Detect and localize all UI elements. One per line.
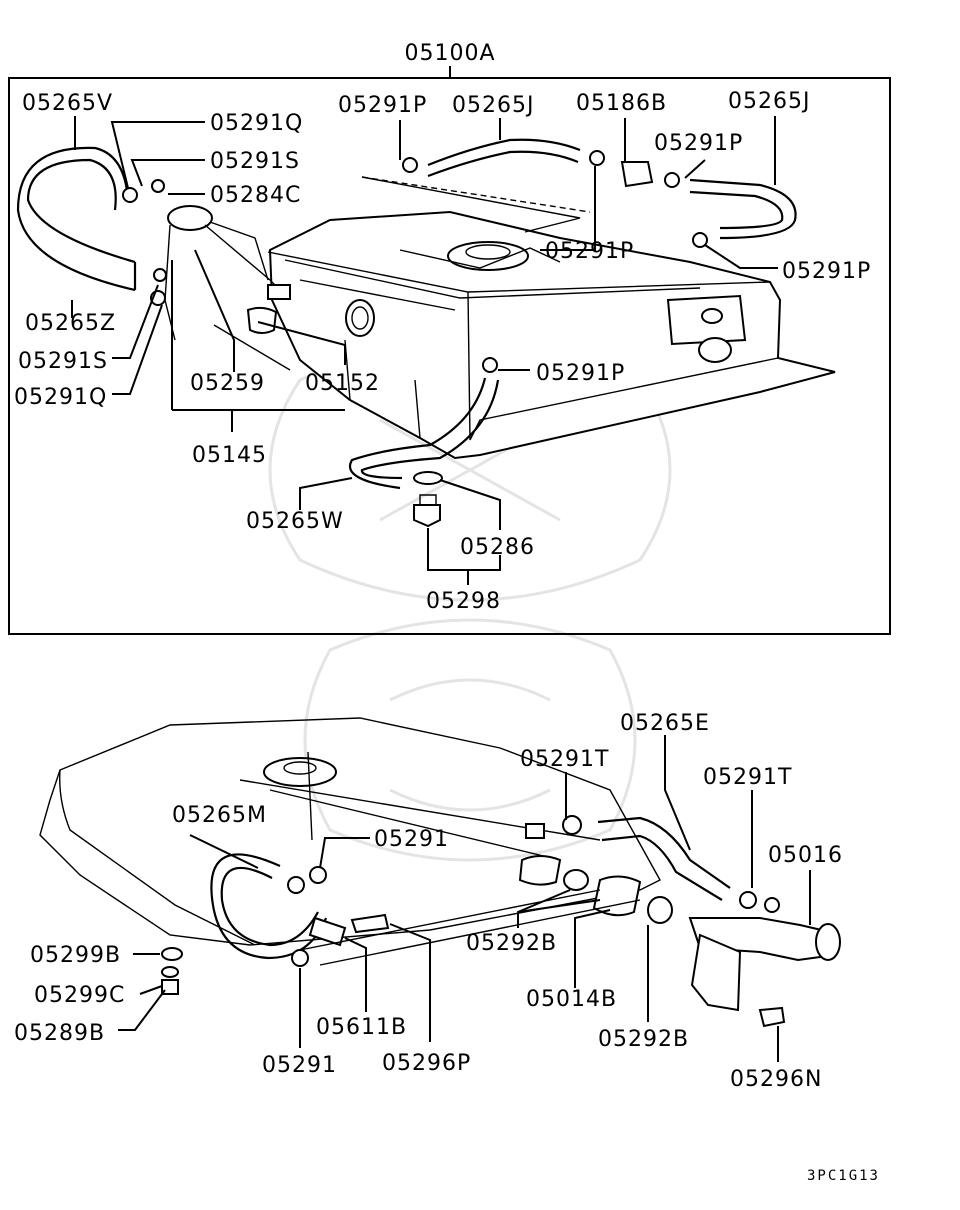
label-05291-b: 05291 [262,1053,337,1078]
figure-code: 3PC1G13 [807,1168,880,1184]
label-05100A: 05100A [404,41,495,66]
bottom-assembly [39,717,841,1062]
top-part-labels: 05100A 05265V 05291Q 05291S 05284C 05291… [14,41,871,614]
label-05291T-a: 05291T [520,747,609,772]
bottom-part-labels: 05265E 05291T 05291T 05265M 05291 05016 … [14,711,843,1092]
label-05186B: 05186B [576,91,667,116]
label-05299C: 05299C [34,983,125,1008]
label-05611B: 05611B [316,1015,407,1040]
fuel-sender-unit [164,205,291,371]
label-05298: 05298 [426,589,501,614]
label-05265M: 05265M [172,803,267,828]
label-05291P-c: 05291P [545,239,634,264]
label-05299B: 05299B [30,943,121,968]
label-05265E: 05265E [620,711,710,736]
top-assembly [8,66,891,635]
label-05265Z: 05265Z [25,311,116,336]
label-05016: 05016 [768,843,843,868]
label-05291P-e: 05291P [536,361,625,386]
label-05265W: 05265W [246,509,344,534]
label-05296N: 05296N [730,1067,822,1092]
label-05292B-a: 05292B [466,931,557,956]
label-05292B-b: 05292B [598,1027,689,1052]
label-05291P-b: 05291P [654,131,743,156]
label-05291Q-top: 05291Q [210,111,303,136]
label-05289B: 05289B [14,1021,105,1046]
label-05014B: 05014B [526,987,617,1012]
label-05291-a: 05291 [374,827,449,852]
label-05152: 05152 [305,371,380,396]
label-05291P-a: 05291P [338,93,427,118]
label-05284C: 05284C [210,183,301,208]
label-05145: 05145 [192,443,267,468]
label-05296P: 05296P [382,1051,471,1076]
fuel-tank [267,210,836,460]
label-05291S-top: 05291S [210,149,300,174]
label-05265J-b: 05265J [728,89,810,114]
label-05259: 05259 [190,371,265,396]
label-05286: 05286 [460,535,535,560]
label-05291P-d: 05291P [782,259,871,284]
label-05265V: 05265V [22,91,113,116]
label-05291T-b: 05291T [703,765,792,790]
label-05265J-a: 05265J [452,93,534,118]
label-05291Q-bot: 05291Q [14,385,107,410]
label-05291S-bot: 05291S [18,349,108,374]
